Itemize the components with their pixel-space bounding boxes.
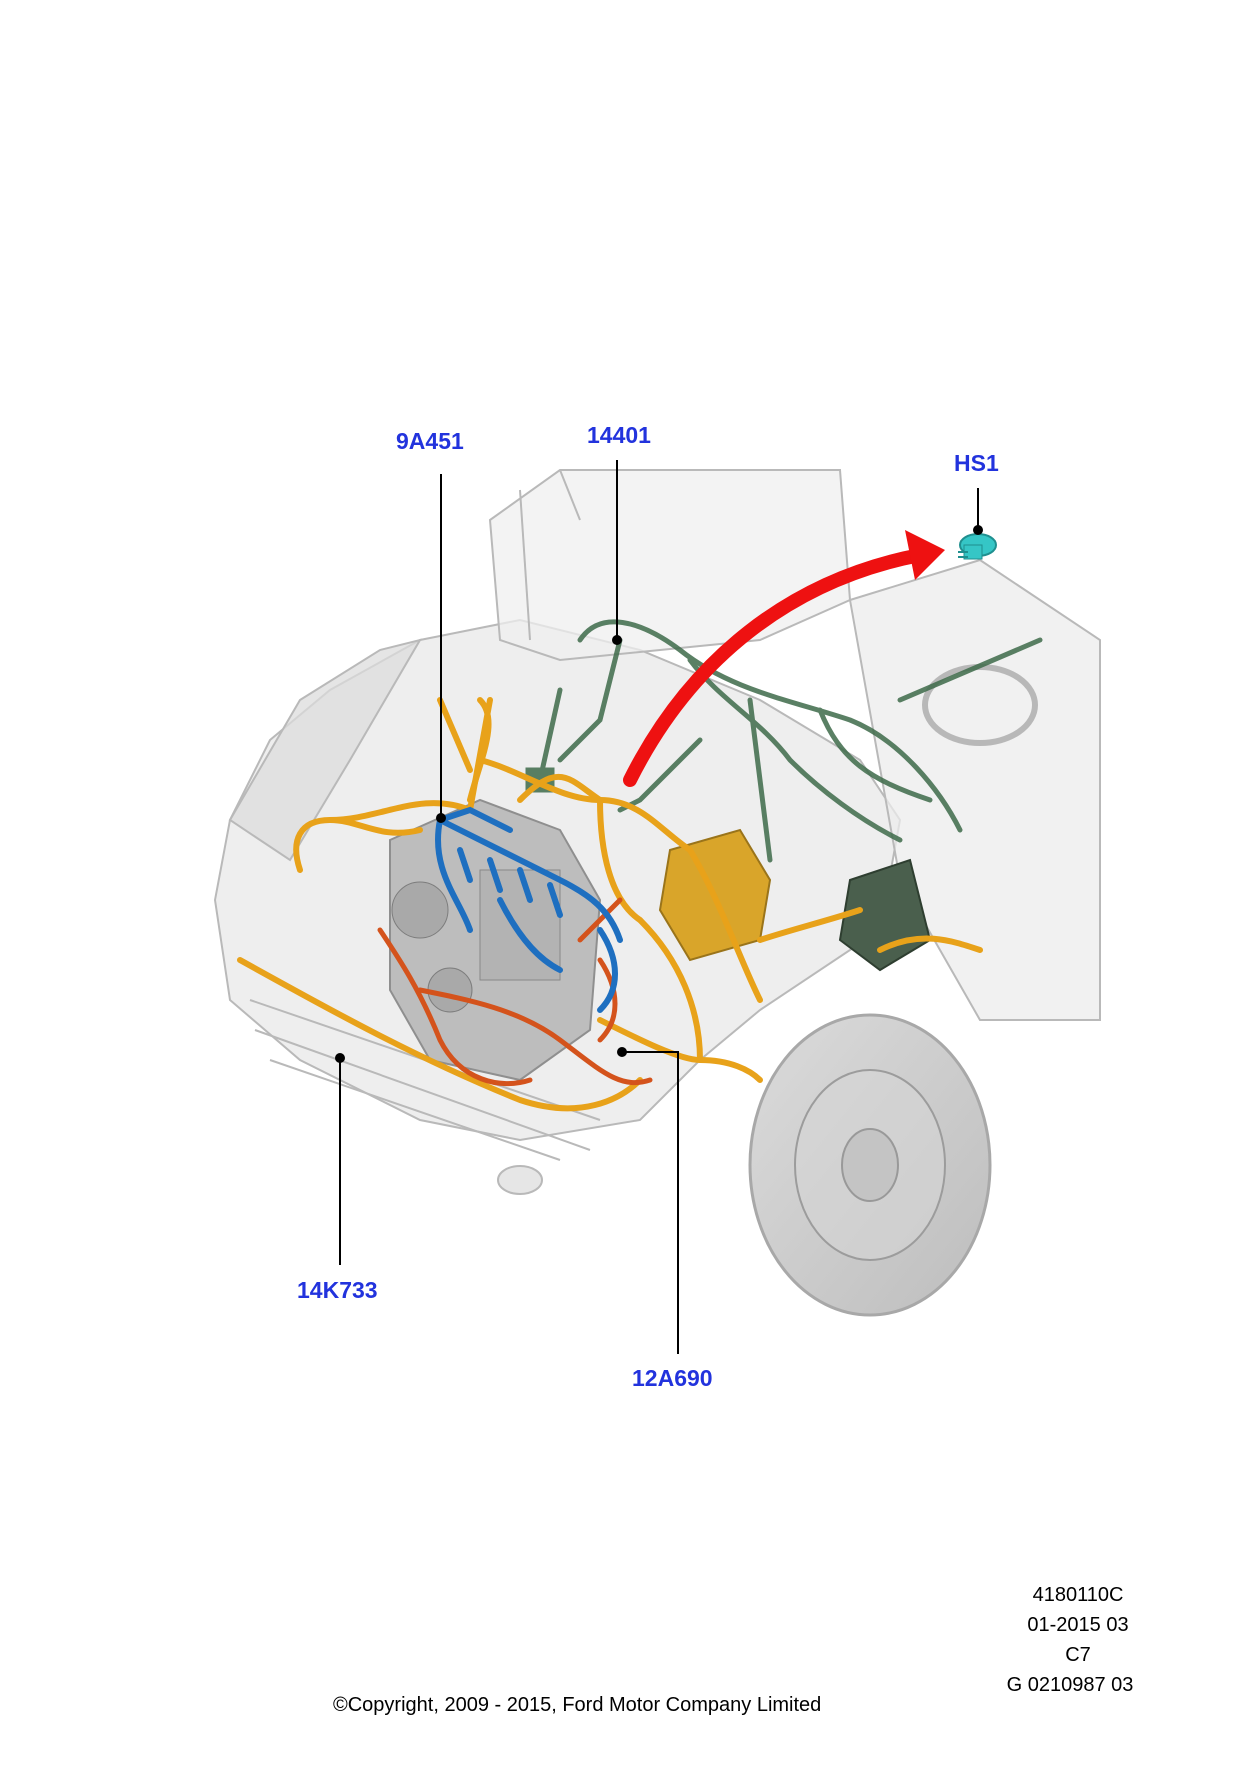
callout-12a690[interactable]: 12A690 [632,1365,713,1391]
hs1-clip-part [958,533,997,560]
reference-arrow [623,530,945,787]
reference-date: 01-2015 03 [1027,1614,1129,1636]
reference-code: 4180110C [1032,1584,1124,1606]
copyright-notice: ©Copyright, 2009 - 2015, Ford Motor Comp… [333,1694,822,1716]
callout-hs1[interactable]: HS1 [954,450,999,476]
engine-harness-9a451 [435,806,623,1013]
main-harness-14k733 [237,697,983,1112]
reference-part: G 0210987 03 [1006,1674,1134,1696]
reference-variant: C7 [1065,1644,1091,1666]
callout-14k733[interactable]: 14K733 [297,1277,378,1303]
dash-harness-14401 [525,619,1043,863]
front-wheel [748,1013,992,1317]
callout-9a451[interactable]: 9A451 [396,428,464,454]
starter-harness-12a690 [377,897,653,1087]
leader-lines [335,460,983,1354]
callout-14401[interactable]: 14401 [587,422,651,448]
